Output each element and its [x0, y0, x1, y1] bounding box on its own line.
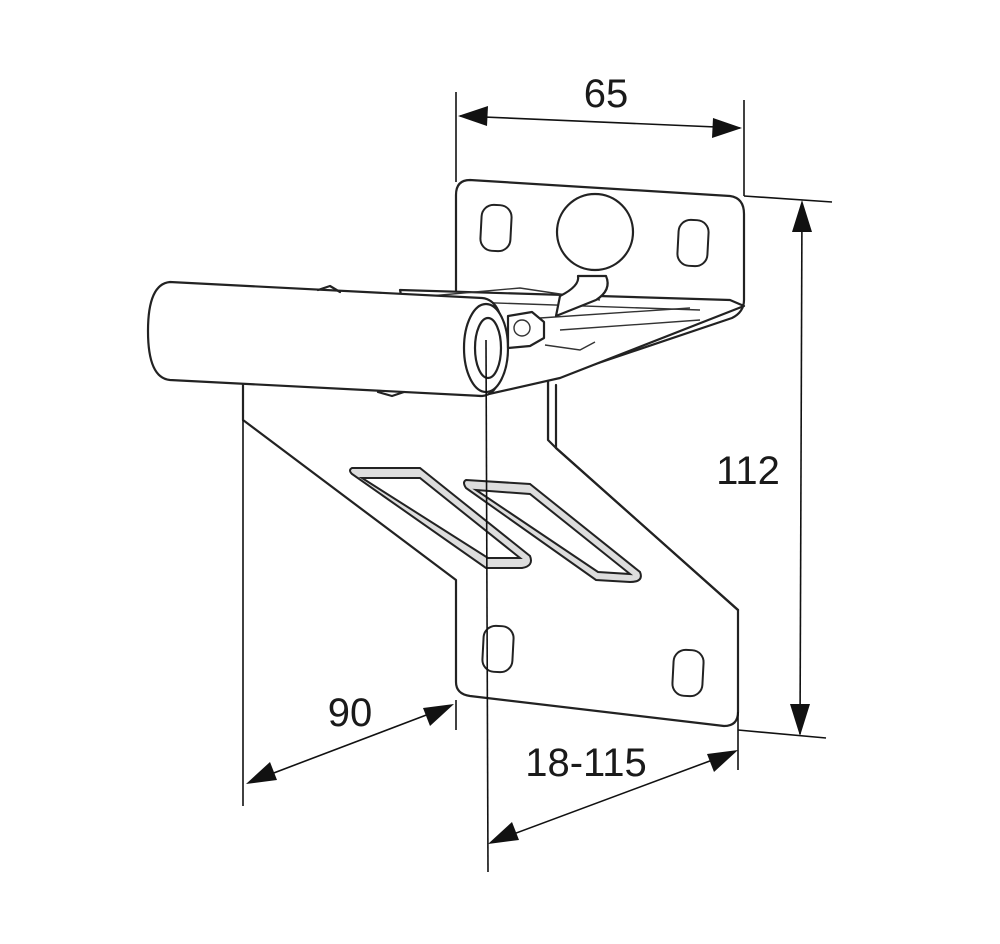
clamp-lever — [554, 274, 609, 318]
tube — [146, 280, 546, 398]
arrowhead — [423, 704, 454, 726]
dim-label-90: 90 — [328, 691, 373, 735]
arrowhead — [246, 762, 277, 784]
lower-left-slot — [481, 624, 515, 674]
lower-right-slot — [671, 648, 705, 698]
dimension-depth-left: 90 — [242, 420, 457, 806]
dim-label-112: 112 — [716, 449, 780, 493]
upper-right-slot — [676, 218, 710, 268]
arrowhead — [458, 106, 488, 126]
arrowhead — [792, 200, 812, 232]
arrowhead — [790, 704, 810, 736]
lower-mounting-plate — [241, 376, 740, 728]
arrowhead — [712, 118, 742, 138]
upper-left-slot — [479, 203, 513, 253]
dim-label-18-115: 18-115 — [525, 741, 647, 785]
round-boss — [555, 192, 635, 272]
dimension-adjust-range: 18-115 — [485, 339, 739, 873]
dim-label-65: 65 — [584, 72, 629, 116]
dimension-width-top: 65 — [455, 72, 745, 196]
dimension-height-right: 112 — [716, 195, 833, 739]
arrowhead — [488, 822, 519, 844]
arrowhead — [707, 750, 738, 772]
